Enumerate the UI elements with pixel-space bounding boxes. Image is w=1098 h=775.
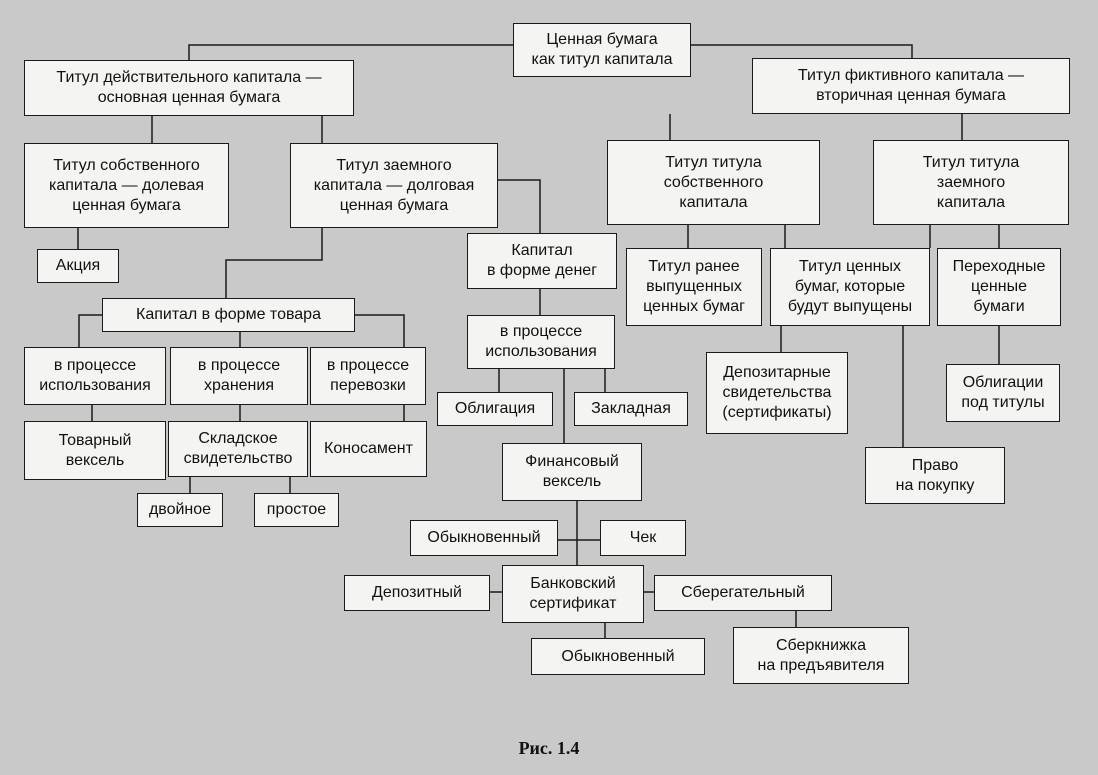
node-future-securities-title: Титул ценных бумаг, которые будут выпуще… — [770, 248, 930, 326]
node-ordinary-bill: Обыкновенный — [410, 520, 558, 556]
connector-line — [498, 179, 541, 233]
node-deposit-certificate: Депозитный — [344, 575, 490, 611]
node-money-capital: Капитал в форме денег — [467, 233, 617, 289]
node-fictitious-capital-title: Титул фиктивного капитала — вторичная це… — [752, 58, 1070, 114]
node-mortgage: Закладная — [574, 392, 688, 426]
node-commodity-bill: Товарный вексель — [24, 421, 166, 480]
node-in-transport: в процессе перевозки — [310, 347, 426, 405]
node-share: Акция — [37, 249, 119, 283]
node-ordinary-certificate: Обыкновенный — [531, 638, 705, 675]
connector-line — [188, 44, 513, 60]
node-goods-capital: Капитал в форме товара — [102, 298, 355, 332]
node-security-as-capital-title: Ценная бумага как титул капитала — [513, 23, 691, 77]
node-title-of-loan-capital-title: Титул титула заемного капитала — [873, 140, 1069, 225]
node-savings-certificate: Сберегательный — [654, 575, 832, 611]
node-earlier-securities-title: Титул ранее выпущенных ценных бумаг — [626, 248, 762, 326]
node-own-capital-title: Титул собственного капитала — долевая це… — [24, 143, 229, 228]
node-double-receipt: двойное — [137, 493, 223, 527]
node-transitional-securities: Переходные ценные бумаги — [937, 248, 1061, 326]
connector-line — [78, 314, 102, 347]
node-financial-bill: Финансовый вексель — [502, 443, 642, 501]
node-check: Чек — [600, 520, 686, 556]
node-bond: Облигация — [437, 392, 553, 426]
node-purchase-right: Право на покупку — [865, 447, 1005, 504]
node-bonds-under-titles: Облигации под титулы — [946, 364, 1060, 422]
node-in-use-goods: в процессе использования — [24, 347, 166, 405]
node-in-storage: в процессе хранения — [170, 347, 308, 405]
node-bearer-passbook: Сберкнижка на предъявителя — [733, 627, 909, 684]
node-loan-capital-title: Титул заемного капитала — долговая ценна… — [290, 143, 498, 228]
node-bank-certificate: Банковский сертификат — [502, 565, 644, 623]
node-bill-of-lading: Коносамент — [310, 421, 427, 477]
node-simple-receipt: простое — [254, 493, 339, 527]
node-title-of-own-capital-title: Титул титула собственного капитала — [607, 140, 820, 225]
connector-line — [355, 314, 405, 347]
node-warehouse-receipt: Складское свидетельство — [168, 421, 308, 477]
connector-line — [225, 228, 323, 298]
node-real-capital-title: Титул действительного капитала — основна… — [24, 60, 354, 116]
connector-line — [691, 44, 913, 58]
figure-caption: Рис. 1.4 — [518, 738, 580, 758]
node-depositary-receipts: Депозитарные свидетельства (сертификаты) — [706, 352, 848, 434]
node-in-use-money: в процессе использования — [467, 315, 615, 369]
